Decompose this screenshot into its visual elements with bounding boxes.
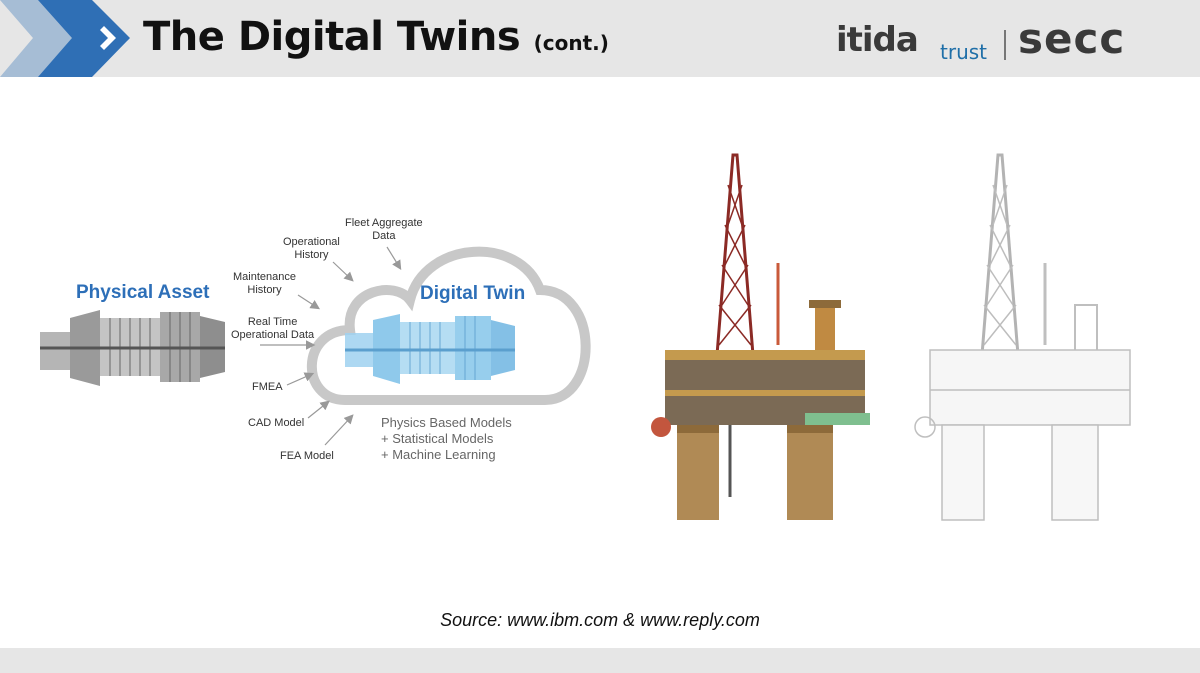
real-time-operational-data-label: Real Time Operational Data <box>231 316 314 342</box>
digital-turbine-icon <box>345 314 515 384</box>
title-text: The Digital Twins <box>143 14 521 60</box>
real-time-line1: Real Time <box>247 316 298 328</box>
trust-logo: trust <box>940 40 988 64</box>
source-citation: Source: www.ibm.com & www.reply.com <box>440 610 760 630</box>
real-time-line2: Operational Data <box>231 329 315 341</box>
physical-turbine-icon <box>40 310 225 386</box>
cad-model-label: CAD Model <box>248 417 305 429</box>
fleet-aggregate-line2: Data <box>372 230 396 242</box>
maintenance-history-label: Maintenance History <box>233 271 296 297</box>
chevron-arrows-icon <box>0 0 130 77</box>
operational-history-line2: History <box>294 249 329 261</box>
fleet-aggregate-line1: Fleet Aggregate <box>345 217 423 229</box>
oil-rig-images <box>651 153 1131 521</box>
digital-twin-label: Digital Twin <box>420 283 526 304</box>
maintenance-history-line2: History <box>247 284 282 296</box>
operational-history-line1: Operational <box>283 236 340 248</box>
physical-oil-rig-image <box>651 153 870 520</box>
fleet-aggregate-data-label: Fleet Aggregate Data <box>345 217 423 243</box>
models-list: Physics Based Models + Statistical Model… <box>381 415 512 463</box>
page-title: The Digital Twins (cont.) <box>143 14 609 60</box>
operational-history-label: Operational History <box>283 236 340 262</box>
models-line-physics: Physics Based Models <box>381 415 512 430</box>
header-band <box>0 0 1200 77</box>
models-line-statistical: + Statistical Models <box>381 431 494 446</box>
secc-logo: secc <box>1018 14 1126 63</box>
maintenance-history-line1: Maintenance <box>233 271 296 283</box>
digital-twin-diagram <box>40 246 591 446</box>
digital-oil-rig-image <box>914 153 1131 521</box>
footer-band <box>0 648 1200 673</box>
fmea-label: FMEA <box>252 381 283 393</box>
input-arrows <box>260 246 402 446</box>
itida-logo: itida <box>836 20 919 60</box>
fea-model-label: FEA Model <box>280 450 334 462</box>
physical-asset-label: Physical Asset <box>76 282 210 303</box>
title-suffix: (cont.) <box>533 31 609 55</box>
cloud-shape <box>306 246 591 405</box>
models-line-ml: + Machine Learning <box>381 447 496 462</box>
logo-divider <box>1004 30 1006 60</box>
